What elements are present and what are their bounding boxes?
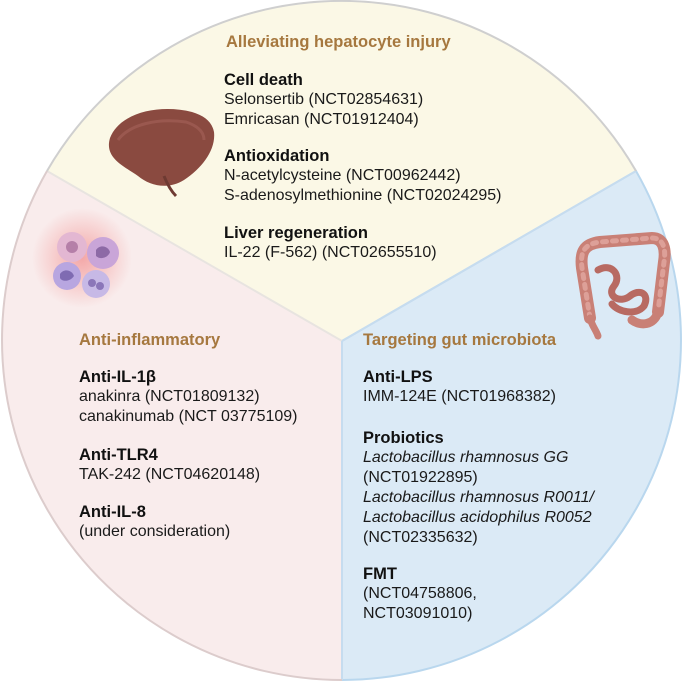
group-heading: Anti-TLR4 <box>79 446 158 464</box>
right-section-title: Targeting gut microbiota <box>363 331 557 349</box>
right-sector <box>341 169 682 682</box>
group-item: Emricasan (NCT01912404) <box>224 111 419 128</box>
group-item: (NCT01922895) <box>363 469 478 486</box>
top-section-title: Alleviating hepatocyte injury <box>226 33 451 51</box>
divider-line <box>46 170 343 342</box>
group-heading: Antioxidation <box>224 147 330 165</box>
liver-icon <box>108 109 215 198</box>
left-group-anti-tlr4: Anti-TLR4 TAK-242 (NCT04620148) <box>79 445 260 485</box>
group-item: S-adenosylmethionine (NCT02024295) <box>224 187 502 204</box>
right-group-fmt: FMT (NCT04758806, NCT03091010) <box>363 564 477 624</box>
group-item: (NCT02335632) <box>363 529 478 546</box>
left-group-anti-il8: Anti-IL-8 (under consideration) <box>79 502 230 542</box>
group-item: anakinra (NCT01809132) <box>79 388 260 405</box>
left-section-title: Anti-inflammatory <box>79 331 221 349</box>
left-group-anti-il1b: Anti-IL-1β anakinra (NCT01809132) canaki… <box>79 367 298 427</box>
group-item: canakinumab (NCT 03775109) <box>79 408 298 425</box>
group-item: (NCT04758806, <box>363 585 477 602</box>
group-item: Lactobacillus rhamnosus R0011/ <box>363 489 594 506</box>
top-group-cell-death: Cell death Selonsertib (NCT02854631) Emr… <box>224 70 423 130</box>
group-item: Lactobacillus rhamnosus GG <box>363 449 569 466</box>
group-item: Lactobacillus acidophilus R0052 <box>363 509 592 526</box>
group-heading: Liver regeneration <box>224 224 368 242</box>
group-heading: Anti-LPS <box>363 368 433 386</box>
group-heading: Anti-IL-1β <box>79 368 156 386</box>
group-heading: FMT <box>363 565 397 583</box>
group-item: TAK-242 (NCT04620148) <box>79 466 261 483</box>
group-heading: Probiotics <box>363 429 444 447</box>
right-group-probiotics: Probiotics Lactobacillus rhamnosus GG (N… <box>363 428 594 548</box>
group-item: (under consideration) <box>79 523 231 540</box>
divider-line <box>341 170 637 342</box>
right-group-anti-lps: Anti-LPS IMM-124E (NCT01968382) <box>363 367 556 407</box>
group-heading: Cell death <box>224 71 303 89</box>
top-group-liver-regeneration: Liver regeneration IL-22 (F-562) (NCT026… <box>224 223 437 263</box>
group-item: N-acetylcysteine (NCT00962442) <box>224 167 461 184</box>
outer-border <box>46 0 637 172</box>
outer-border <box>1 170 343 681</box>
group-item: NCT03091010) <box>363 605 473 622</box>
group-item: IMM-124E (NCT01968382) <box>363 388 556 405</box>
group-item: IL-22 (F-562) (NCT02655510) <box>224 244 437 261</box>
group-heading: Anti-IL-8 <box>79 503 146 521</box>
group-item: Selonsertib (NCT02854631) <box>224 91 424 108</box>
intestine-icon <box>575 231 671 340</box>
top-group-antioxidation: Antioxidation N-acetylcysteine (NCT00962… <box>224 146 502 206</box>
immune-cells-icon <box>32 208 132 308</box>
